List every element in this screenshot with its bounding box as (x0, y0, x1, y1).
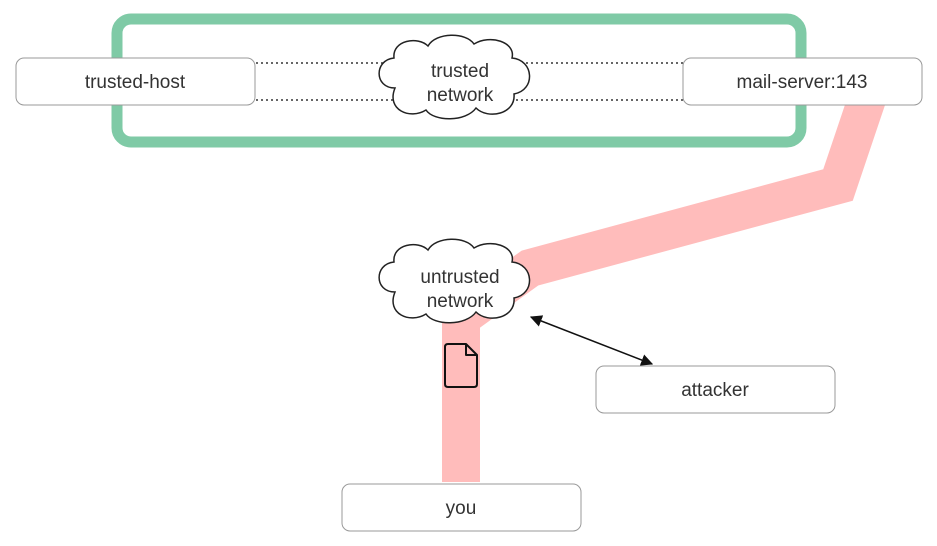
attacker-arrow (529, 315, 654, 366)
untrusted-path (442, 89, 887, 482)
untrusted-network-label-line2: network (427, 291, 494, 312)
attacker-node[interactable]: attacker (595, 365, 836, 414)
trusted-host-node[interactable]: trusted-host (15, 57, 256, 106)
mail-server-box (682, 57, 923, 106)
trusted-host-box (15, 57, 256, 106)
trusted-network-label-line2: network (427, 85, 494, 106)
trusted-network-label-line1: trusted (431, 61, 489, 82)
trusted-host-label: trusted-host (85, 72, 186, 93)
mail-server-label: mail-server:143 (737, 72, 868, 93)
document-icon (444, 343, 478, 388)
untrusted-network-label-line1: untrusted (420, 267, 499, 288)
you-node[interactable]: you (341, 483, 582, 532)
you-label: you (446, 498, 477, 519)
you-box (341, 483, 582, 532)
trusted-network-cloud: trusted network (378, 34, 531, 120)
attacker-box (595, 365, 836, 414)
attacker-label: attacker (681, 380, 749, 401)
mail-server-node[interactable]: mail-server:143 (682, 57, 923, 106)
cloud-icon (378, 34, 531, 120)
cloud-icon (378, 238, 531, 324)
untrusted-network-cloud: untrusted network (378, 238, 531, 324)
